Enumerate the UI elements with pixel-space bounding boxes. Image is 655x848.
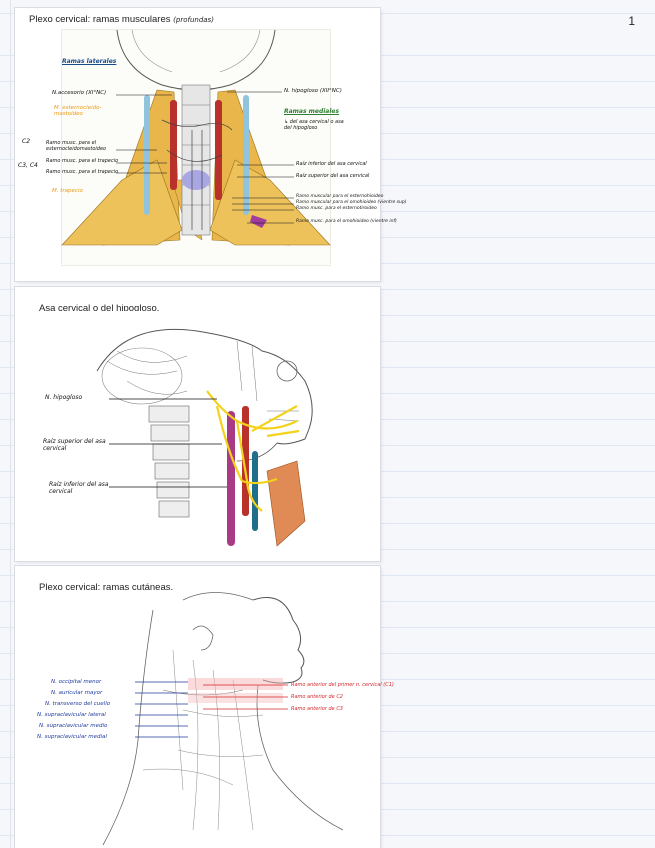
slide-ansa-cervicalis[interactable]: Asa cervical o del hipogloso. — [15, 287, 380, 561]
label-trapezius-muscle: M. trapecio — [52, 188, 83, 194]
slide-title-note: (profundas) — [173, 16, 214, 24]
slide-cervical-muscular-branches[interactable]: Plexo cervical: ramas musculares (profun… — [15, 8, 406, 281]
slide-title: Asa cervical o del hipogloso. — [39, 303, 160, 314]
muscular-branches-figure: Ramas laterales N.accesorio (XI°NC) M. e… — [18, 29, 406, 266]
label-sternohyoid-branch: Ramo muscular para el esternohioideo — [296, 194, 384, 199]
label-supraclavicular-medial: N. supraclavicular medial — [37, 734, 107, 740]
lateral-neck-drawing — [96, 328, 313, 547]
label-c1-anterior-ramus: Ramo anterior del primer n. cervical (C1… — [291, 682, 394, 688]
label-inferior-root: Raíz inferior del asa cervical — [296, 161, 367, 167]
label-supraclavicular-lateral: N. supraclavicular lateral — [37, 712, 106, 718]
medial-branches-note: ↳ del asa cervical o asa del hipogloso — [284, 119, 344, 131]
notebook-margin-line — [10, 0, 11, 848]
lateral-branches-header: Ramas laterales — [62, 58, 117, 65]
slide-title: Plexo cervical: ramas musculares (profun… — [29, 14, 214, 25]
cutaneous-branches-figure: N. occipital menor N. auricular mayor N.… — [37, 590, 394, 846]
label-hypoglossal-nerve: N. hipogloso — [45, 394, 83, 401]
label-lesser-occipital: N. occipital menor — [51, 679, 102, 685]
label-sternothyroid-branch: Ramo musc. para el esternotiroideo — [296, 206, 377, 211]
slide-title: Plexo cervical: ramas cutáneas. — [39, 582, 174, 593]
label-transverse-cervical: N. transverso del cuello — [45, 701, 111, 707]
label-c2: C2 — [22, 138, 31, 145]
medial-branches-header: Ramas mediales — [284, 108, 340, 115]
label-c3-anterior-ramus: Ramo anterior de C3 — [291, 706, 343, 712]
ansa-cervicalis-figure: N. hipogloso Raíz superior del asa cervi… — [37, 311, 337, 556]
label-supraclavicular-middle: N. supraclavicular medio — [39, 723, 108, 729]
neck-anatomy-drawing — [61, 29, 331, 246]
label-c3-c4: C3, C4 — [18, 162, 38, 169]
label-omohyoid-inf-branch: Ramo musc. para el omohioideo (vientre i… — [296, 219, 397, 224]
page-number: 1 — [628, 14, 635, 28]
label-great-auricular: N. auricular mayor — [51, 690, 103, 696]
label-superior-root: Raíz superior del asa cervical — [296, 173, 370, 179]
label-scm-muscle: M. esternocleido-mastoideo — [54, 105, 102, 117]
label-accessory-nerve: N.accesorio (XI°NC) — [52, 90, 107, 96]
cutaneous-neck-drawing — [102, 592, 344, 846]
label-inferior-root: Raíz inferior del asa cervical — [49, 481, 109, 495]
label-scm-branch: Ramo musc. para el esternocleidomastoide… — [46, 140, 107, 152]
slide-title-text: Plexo cervical: ramas musculares — [29, 14, 171, 25]
label-omohyoid-sup-branch: Ramo muscular para el omohioideo (vientr… — [296, 200, 407, 205]
label-trapezius-branch-1: Ramo musc. para el trapecio — [46, 158, 119, 164]
label-superior-root: Raíz superior del asa cervical — [43, 438, 106, 452]
label-hypoglossal-nerve: N. hipogloso (XII°NC) — [284, 88, 342, 94]
slide-cutaneous-branches[interactable]: Plexo cervical: ramas cutáneas. — [15, 566, 394, 848]
label-trapezius-branch-2: Ramo musc. para el trapecio — [46, 169, 119, 175]
label-c2-anterior-ramus: Ramo anterior de C2 — [291, 694, 343, 700]
